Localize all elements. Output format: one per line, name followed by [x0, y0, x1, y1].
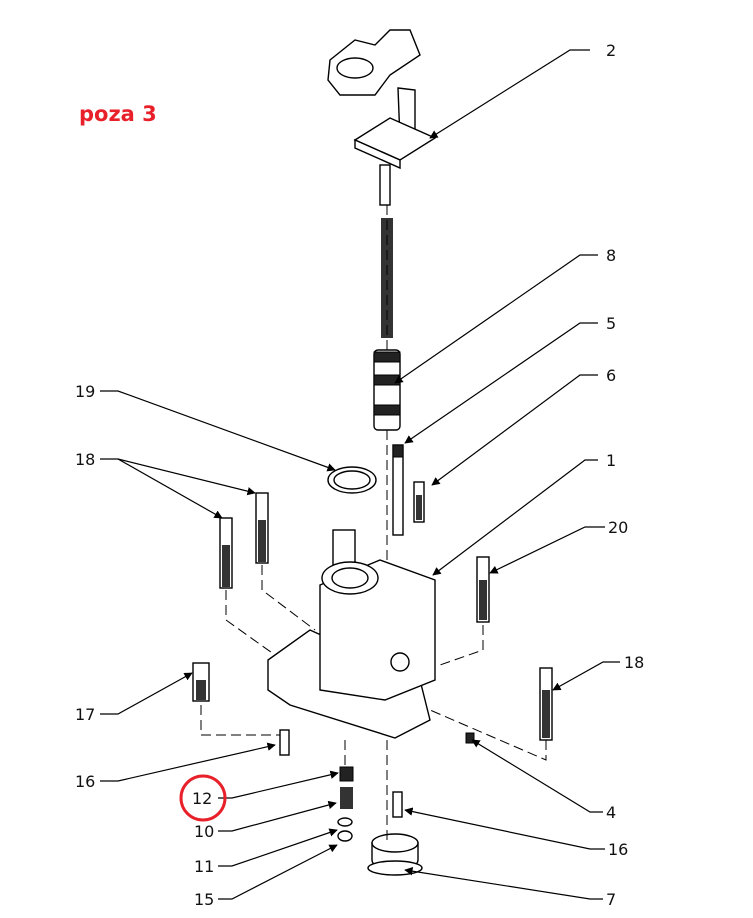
diagram-title: poza 3: [79, 102, 157, 126]
highlight-circle: [179, 774, 227, 822]
callout-5: 5: [606, 314, 616, 333]
screws: [192, 492, 553, 741]
callout-15: 15: [194, 890, 214, 909]
callout-19: 19: [75, 382, 95, 401]
callout-2: 2: [606, 41, 616, 60]
leader-lines: [100, 49, 620, 900]
callout-1: 1: [606, 451, 616, 470]
top-plate: [353, 87, 437, 206]
callout-17: 17: [75, 705, 95, 724]
callout-12: 12: [192, 789, 212, 808]
spool: [373, 349, 401, 431]
callout-16-right: 16: [608, 840, 628, 859]
callout-11: 11: [194, 857, 214, 876]
callout-10: 10: [194, 822, 214, 841]
callout-18-left: 18: [75, 450, 95, 469]
center-lines: [200, 205, 547, 840]
callout-20: 20: [608, 518, 628, 537]
callout-16-left: 16: [75, 772, 95, 791]
spring: [381, 218, 393, 338]
callout-18-right: 18: [624, 653, 644, 672]
callout-4: 4: [606, 803, 616, 822]
callout-6: 6: [606, 366, 616, 385]
callout-8: 8: [606, 246, 616, 265]
callout-7: 7: [606, 890, 616, 909]
o-ring: [327, 466, 377, 494]
clamp-part: [327, 29, 421, 96]
pins: [392, 444, 425, 536]
lower-parts: [279, 729, 475, 876]
body-housing: [267, 529, 436, 739]
